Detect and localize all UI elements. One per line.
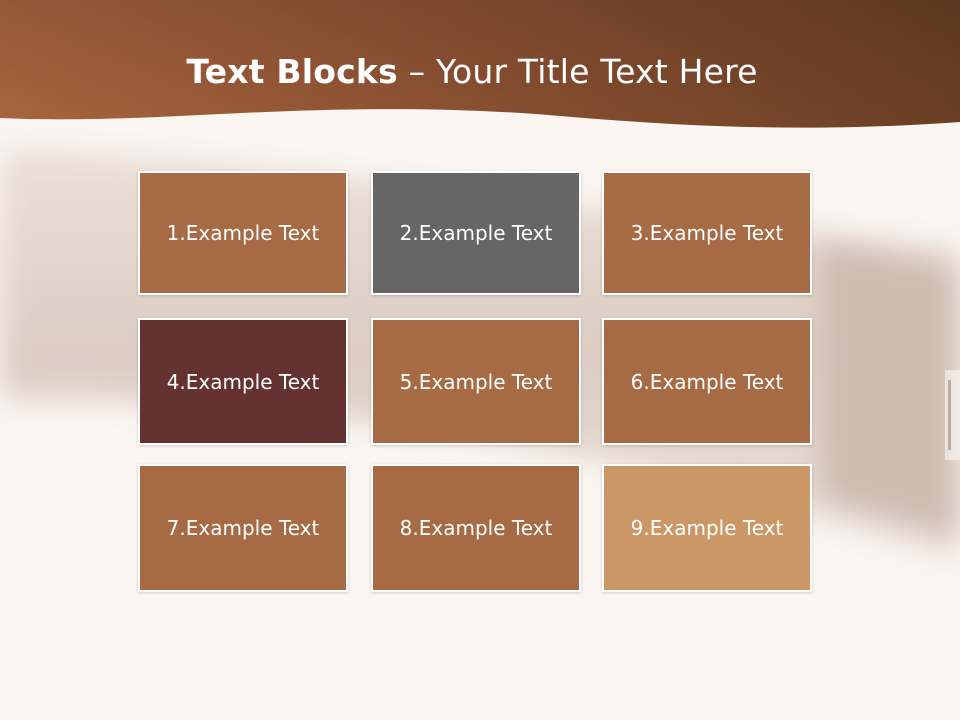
title-bold: Text Blocks [186, 52, 398, 91]
text-block-3[interactable]: 3.Example Text [602, 171, 812, 295]
text-block-8[interactable]: 8.Example Text [371, 464, 581, 592]
text-block-9[interactable]: 9.Example Text [602, 464, 812, 592]
slide-title: Text Blocks – Your Title Text Here [0, 52, 944, 91]
text-block-grid: 1.Example Text 2.Example Text 3.Example … [138, 171, 816, 593]
title-dash: – [397, 52, 436, 91]
text-block-6[interactable]: 6.Example Text [602, 318, 812, 445]
text-block-4[interactable]: 4.Example Text [138, 318, 348, 445]
text-block-5[interactable]: 5.Example Text [371, 318, 581, 445]
text-block-2[interactable]: 2.Example Text [371, 171, 581, 295]
text-block-1[interactable]: 1.Example Text [138, 171, 348, 295]
title-rest: Your Title Text Here [435, 52, 758, 91]
header-band [0, 0, 960, 128]
text-block-7[interactable]: 7.Example Text [138, 464, 348, 592]
